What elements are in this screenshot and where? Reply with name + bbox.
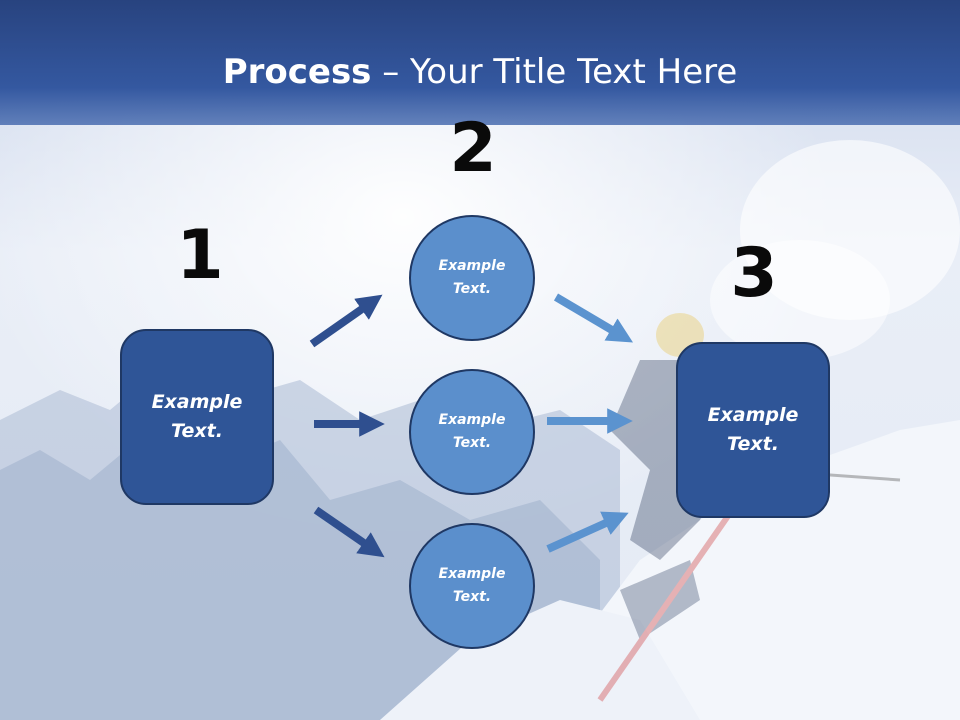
step-number-3: 3 <box>730 234 778 313</box>
circle-middle-line1: Example <box>438 412 506 428</box>
step3-box: Example Text. <box>676 342 830 518</box>
page-title: Process – Your Title Text Here <box>0 52 960 92</box>
step1-line1: Example <box>151 391 243 413</box>
step1-box: Example Text. <box>120 329 274 505</box>
step2-circle-middle: Example Text. <box>409 369 535 495</box>
circle-top-line2: Text. <box>452 281 492 297</box>
circle-top-line1: Example <box>438 258 506 274</box>
step-number-1: 1 <box>176 216 224 295</box>
title-bold: Process <box>222 52 372 92</box>
step3-box-text: Example Text. <box>708 401 799 459</box>
step1-box-text: Example Text. <box>152 388 243 446</box>
step-number-2: 2 <box>449 109 497 188</box>
step3-line1: Example <box>707 404 799 426</box>
title-rest: – Your Title Text Here <box>371 52 738 92</box>
circle-bottom-line1: Example <box>438 566 506 582</box>
step2-circle-bottom: Example Text. <box>409 523 535 649</box>
step1-line2: Text. <box>171 420 223 442</box>
circle-bottom-text: Example Text. <box>439 563 506 609</box>
circle-bottom-line2: Text. <box>452 589 492 605</box>
step2-circle-top: Example Text. <box>409 215 535 341</box>
circle-middle-text: Example Text. <box>439 409 506 455</box>
circle-middle-line2: Text. <box>452 435 492 451</box>
step3-line2: Text. <box>727 433 779 455</box>
title-bar <box>0 0 960 125</box>
circle-top-text: Example Text. <box>439 255 506 301</box>
